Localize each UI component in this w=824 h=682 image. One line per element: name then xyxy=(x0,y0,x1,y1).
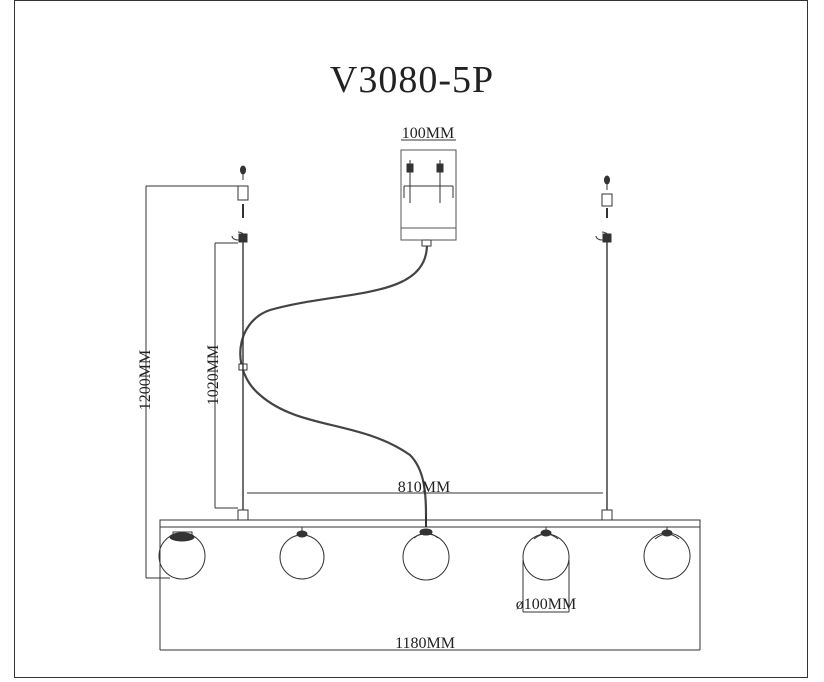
canopy-width-label: 100MM xyxy=(402,125,454,142)
globe-shade-2 xyxy=(279,527,325,580)
right-suspension xyxy=(595,175,613,521)
bar-length-label: 1180MM xyxy=(395,635,455,652)
shade-diameter-dimension xyxy=(522,560,570,613)
globe-shade-4 xyxy=(522,527,570,581)
drawing-frame xyxy=(14,0,808,678)
power-cable xyxy=(239,245,429,516)
globe-shade-1 xyxy=(158,531,206,580)
model-title: V3080-5P xyxy=(329,59,495,101)
total-height-label: 1200MM xyxy=(137,350,154,410)
rod-spacing-label: 810MM xyxy=(398,479,450,496)
globe-shade-3 xyxy=(402,515,450,581)
bar-length-dimension xyxy=(159,527,701,651)
total-height-dimension xyxy=(145,185,238,579)
globe-shade-5 xyxy=(643,527,691,580)
lamp-bar xyxy=(159,519,701,528)
rod-height-label: 1020MM xyxy=(205,345,222,405)
shade-diameter-label: ø100MM xyxy=(516,596,576,613)
rod-height-dimension xyxy=(214,242,238,509)
ceiling-canopy xyxy=(400,149,457,247)
left-suspension xyxy=(231,165,249,521)
